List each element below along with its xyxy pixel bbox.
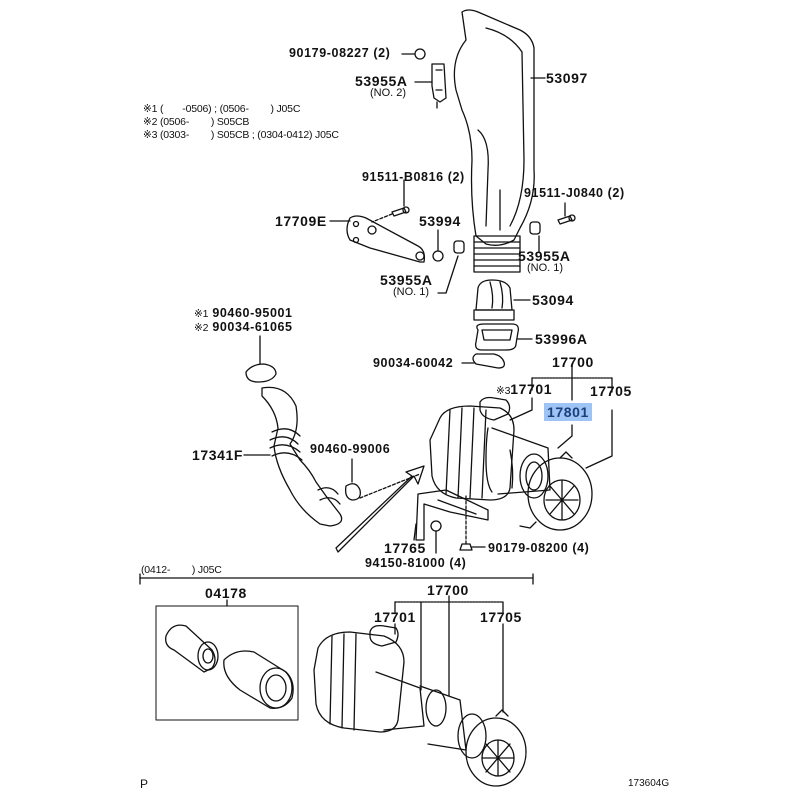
inset-air-cleaner-drawing [313, 624, 527, 787]
hose-17341f-drawing [245, 363, 361, 527]
part-number: 90460-95001 [212, 306, 293, 320]
part-label-17765[interactable]: 17765 [384, 540, 426, 556]
part-label-90034-60042[interactable]: 90034-60042 [373, 356, 454, 370]
footnote-3: ※3 (0303- ) S05CB ; (0304-0412) J05C [143, 130, 339, 141]
figure-code: 173604G [628, 778, 670, 789]
inset-part-label-04178[interactable]: 04178 [205, 585, 247, 601]
footnote-text: (0506- ) S05CB [159, 116, 250, 128]
part-label-90179-08227[interactable]: 90179-08227 (2) [289, 46, 391, 60]
snorkel-duct-drawing [453, 9, 535, 273]
inset-part-label-17705[interactable]: 17705 [480, 609, 522, 625]
part-sublabel-no1-right: (NO. 1) [527, 262, 564, 274]
part-label-90460-99006[interactable]: 90460-99006 [310, 442, 391, 456]
part-label-17341f[interactable]: 17341F [192, 447, 244, 463]
part-label-53955a-no1-right[interactable]: 53955A [518, 248, 571, 264]
part-label-53094[interactable]: 53094 [532, 292, 574, 308]
part-number: 17701 [510, 381, 553, 397]
direction-arrow [335, 465, 425, 553]
footnote-ref-2: ※2 [194, 322, 209, 334]
footnote-mark: ※1 [143, 103, 158, 115]
part-label-17705[interactable]: 17705 [590, 383, 632, 399]
part-label-91511-b0816[interactable]: 91511-B0816 (2) [362, 170, 465, 184]
air-cleaner-main-drawing [429, 396, 593, 531]
page-marker: P [140, 777, 149, 791]
part-number: 90034-61065 [212, 320, 293, 334]
part-label-94150-81000[interactable]: 94150-81000 (4) [365, 556, 467, 570]
inset-frame [139, 573, 534, 721]
part-label-53097[interactable]: 53097 [546, 70, 588, 86]
part-label-91511-j0840[interactable]: 91511-J0840 (2) [524, 186, 625, 200]
footnote-2: ※2 (0506- ) S05CB [143, 117, 249, 128]
part-sublabel-no2: (NO. 2) [370, 87, 407, 99]
part-label-90179-08200[interactable]: 90179-08200 (4) [488, 541, 590, 555]
part-label-53955a-no1-left[interactable]: 53955A [380, 272, 433, 288]
part-label-53994[interactable]: 53994 [419, 213, 461, 229]
filter-elements-04178-drawing [165, 624, 294, 709]
part-label-17701[interactable]: ※317701 [496, 382, 552, 397]
part-label-90460-95001[interactable]: ※1 90460-95001 [194, 307, 293, 320]
footnote-text: (0303- ) S05CB ; (0304-0412) J05C [159, 129, 339, 141]
inset-part-label-17700[interactable]: 17700 [427, 582, 469, 598]
bracket-17709e-drawing [346, 215, 426, 263]
part-label-90034-61065[interactable]: ※2 90034-61065 [194, 321, 293, 334]
part-label-53996a[interactable]: 53996A [535, 331, 588, 347]
footnote-text: ( -0506) ; (0506- ) J05C [159, 103, 301, 115]
part-sublabel-no1-left: (NO. 1) [393, 286, 430, 298]
part-label-17700[interactable]: 17700 [552, 354, 594, 370]
footnote-1: ※1 ( -0506) ; (0506- ) J05C [143, 104, 300, 115]
inset-part-label-17701[interactable]: 17701 [374, 609, 416, 625]
bracket-no2-drawing [431, 63, 447, 109]
footnote-mark: ※2 [143, 116, 158, 128]
cap-53094-drawing [473, 279, 515, 321]
footnote-mark: ※3 [143, 129, 158, 141]
footnote-ref-3: ※3 [496, 385, 511, 397]
part-label-17801-highlighted[interactable]: 17801 [544, 403, 592, 421]
footnote-ref-1: ※1 [194, 308, 209, 320]
part-label-53955a-no2[interactable]: 53955A [355, 73, 408, 89]
inset-range-label: (0412- ) J05C [141, 564, 222, 576]
part-label-17709e[interactable]: 17709E [275, 213, 327, 229]
